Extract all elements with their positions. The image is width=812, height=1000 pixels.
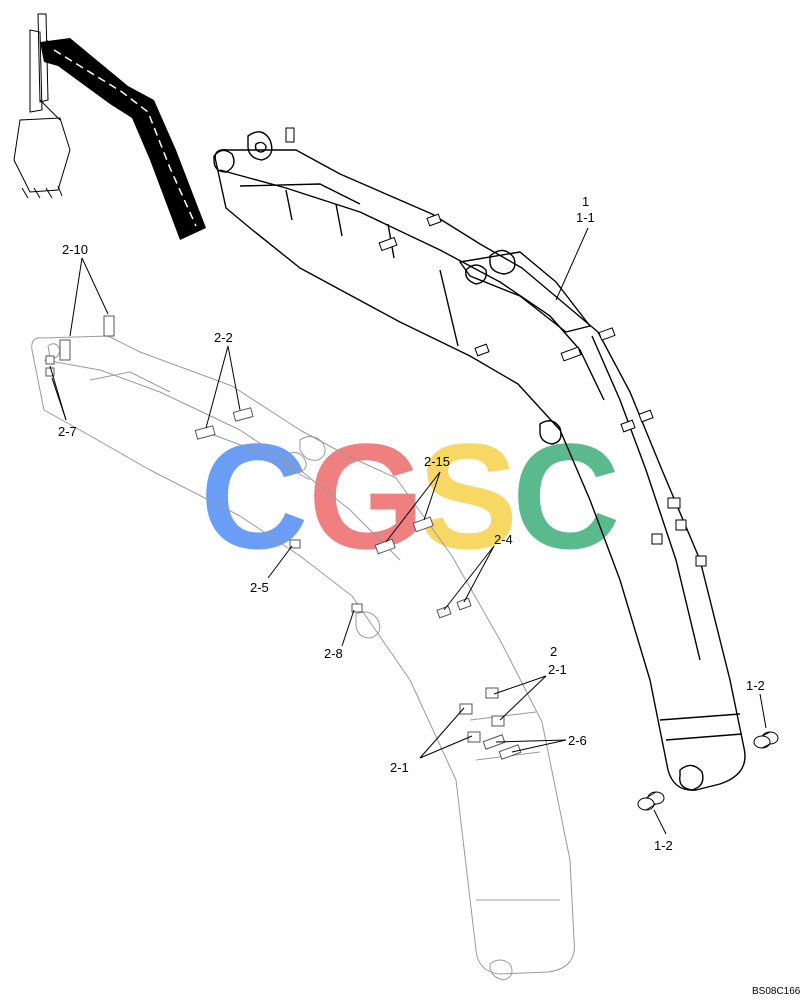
callout-2-1-left: 2-1 <box>390 760 409 775</box>
callout-1-2-bottom: 1-2 <box>654 838 673 853</box>
main-boom-brackets <box>285 127 707 567</box>
callout-2-10: 2-10 <box>62 242 88 257</box>
callout-1-2-right: 1-2 <box>746 678 765 693</box>
callout-2-8: 2-8 <box>324 646 343 661</box>
callout-2-7: 2-7 <box>58 424 77 439</box>
figure-code: BS08C166 <box>752 986 801 997</box>
watermark-letter-4: C <box>512 412 620 580</box>
callout-2-1-right: 2-1 <box>548 662 567 677</box>
callout-2-4: 2-4 <box>494 532 513 547</box>
callout-2: 2 <box>550 644 557 659</box>
inset-boom-highlight <box>40 38 206 240</box>
bushing-parts <box>637 731 779 811</box>
boom-outline-main <box>213 131 746 791</box>
excavator-inset <box>13 13 206 240</box>
callout-2-5: 2-5 <box>250 580 269 595</box>
callout-2-2: 2-2 <box>214 330 233 345</box>
watermark-letter-2: G <box>308 412 425 580</box>
callout-labels: 1 1-1 1-2 1-2 2 2-1 2-1 2-2 2-4 2-5 2-6 … <box>58 194 765 853</box>
bushing-bottom <box>637 791 665 811</box>
callout-1: 1 <box>582 194 589 209</box>
watermark: C G S C <box>200 412 620 580</box>
ghost-boom-brackets <box>45 315 522 760</box>
callout-2-6: 2-6 <box>568 733 587 748</box>
leader-lines <box>49 227 767 835</box>
watermark-letter-1: C <box>200 412 308 580</box>
watermark-letter-3: S <box>418 412 518 580</box>
bushing-right <box>753 731 779 749</box>
callout-2-15: 2-15 <box>424 454 450 469</box>
callout-1-1: 1-1 <box>576 210 595 225</box>
